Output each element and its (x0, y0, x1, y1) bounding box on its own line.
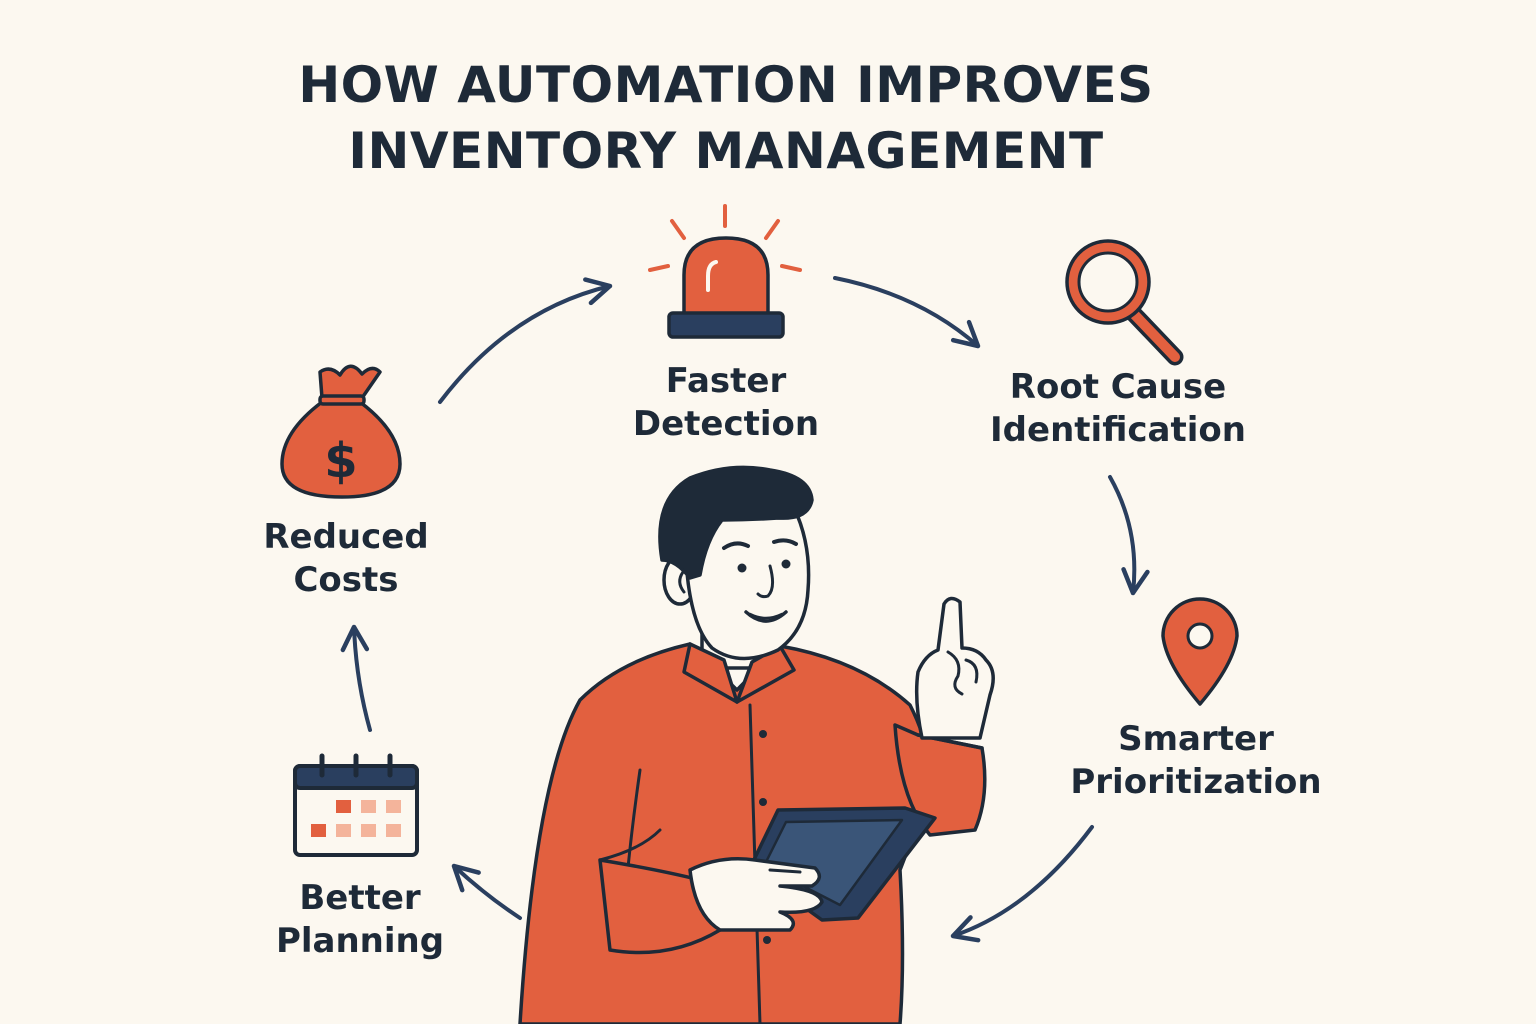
cycle-arrows (340, 276, 1150, 943)
svg-text:$: $ (324, 433, 357, 489)
arrow-root-to-smarter (1108, 475, 1150, 596)
step-label-line: Smarter (1118, 719, 1274, 759)
title-line-1: HOW AUTOMATION IMPROVES (298, 56, 1154, 114)
arrow-smarter-to-person (950, 825, 1094, 943)
arrow-reduced-to-faster (438, 277, 613, 404)
step-label-line: Reduced (263, 517, 429, 557)
step-label-line: Better (299, 878, 421, 918)
money-bag-icon: $ (280, 364, 402, 499)
step-label-line: Costs (293, 560, 399, 600)
step-label-line: Prioritization (1070, 762, 1322, 802)
step-label-line: Faster (665, 361, 787, 401)
step-label-better-planning: Better Planning (240, 877, 480, 963)
siren-icon (648, 204, 802, 339)
calendar-icon (293, 753, 419, 857)
step-label-line: Root Cause (1009, 367, 1227, 407)
arrow-better-to-reduced (340, 624, 372, 732)
step-label-line: Planning (275, 921, 445, 961)
arrow-person-to-better (451, 863, 522, 920)
step-label-line: Identification (990, 410, 1246, 450)
step-label-faster-detection: Faster Detection (596, 360, 856, 446)
diagram-title: HOW AUTOMATION IMPROVES INVENTORY MANAGE… (0, 52, 1452, 184)
title-line-2: INVENTORY MANAGEMENT (348, 122, 1104, 180)
step-label-reduced-costs: Reduced Costs (222, 516, 470, 602)
step-label-smarter-prioritization: Smarter Prioritization (1056, 718, 1336, 804)
hair (658, 465, 814, 580)
person-illustration (518, 465, 995, 1024)
step-label-line: Detection (632, 404, 820, 444)
arrow-faster-to-root (833, 276, 981, 349)
step-label-root-cause-identification: Root Cause Identification (958, 366, 1278, 452)
location-pin-icon (1161, 597, 1239, 706)
magnifier-icon (1065, 239, 1184, 366)
